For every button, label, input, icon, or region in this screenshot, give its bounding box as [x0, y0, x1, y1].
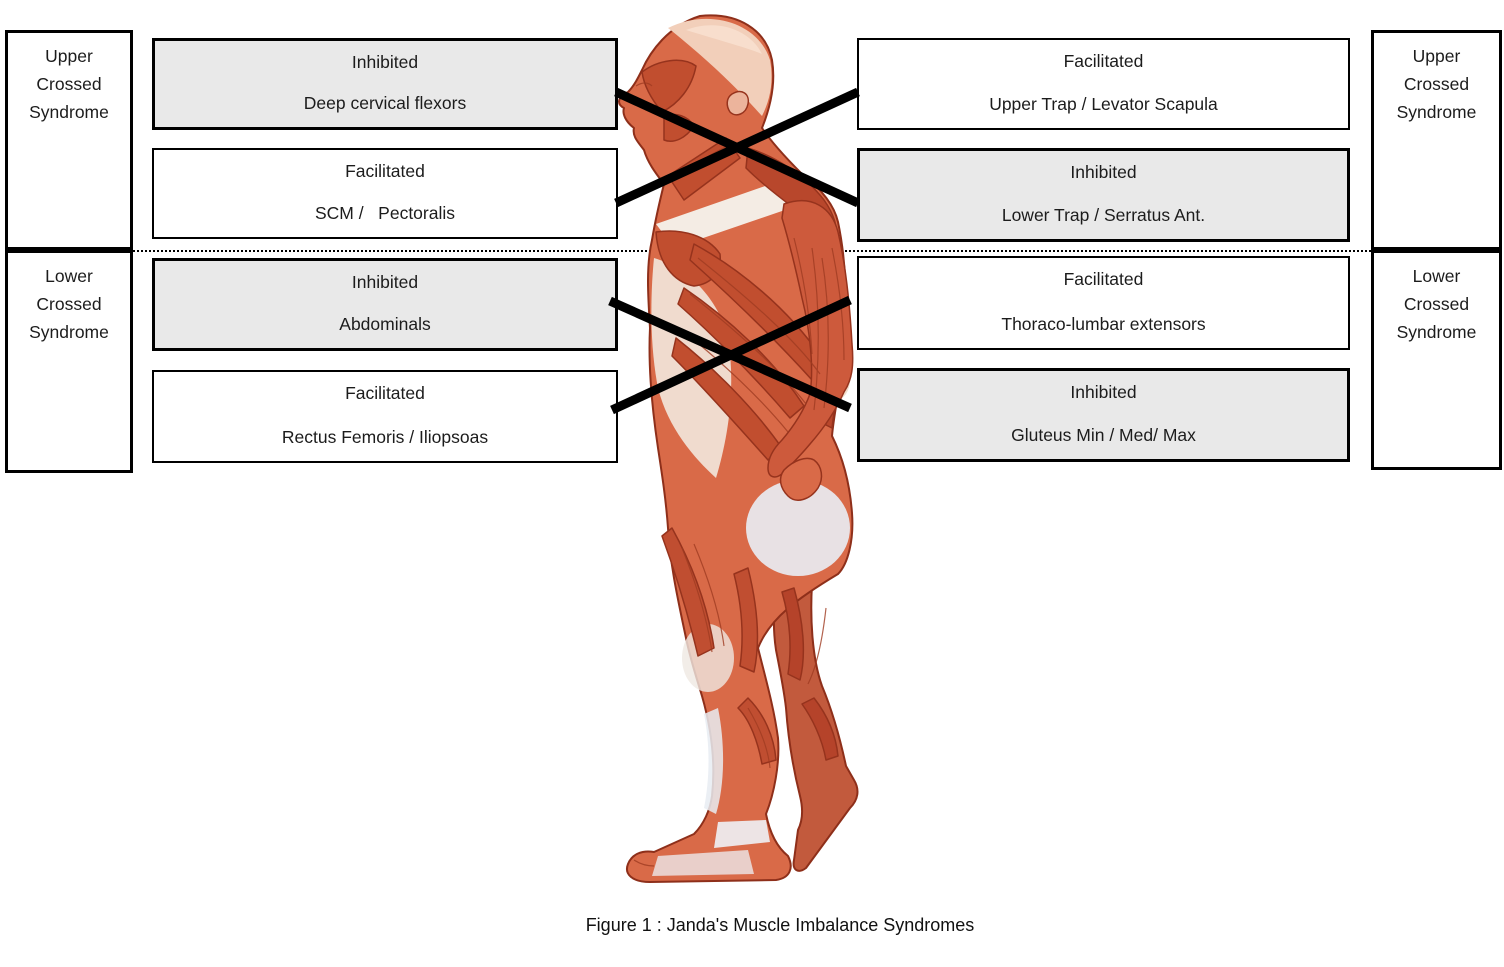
- box-status: Facilitated: [1063, 269, 1144, 289]
- box-muscles: Deep cervical flexors: [303, 93, 467, 113]
- box-muscles: Rectus Femoris / Iliopsoas: [281, 427, 489, 447]
- box-facilitated-thoraco-lumbar-extensors: Facilitated Thoraco-lumbar extensors: [857, 256, 1350, 350]
- box-status: Inhibited: [351, 272, 419, 292]
- box-inhibited-deep-cervical-flexors: Inhibited Deep cervical flexors: [152, 38, 618, 130]
- box-inhibited-gluteus-min-med-max: Inhibited Gluteus Min / Med/ Max: [857, 368, 1350, 462]
- box-status: Inhibited: [351, 52, 419, 72]
- box-inhibited-lower-trap-serratus-ant: Inhibited Lower Trap / Serratus Ant.: [857, 148, 1350, 242]
- box-muscles: SCM / Pectoralis: [314, 203, 456, 223]
- box-muscles: Lower Trap / Serratus Ant.: [1001, 205, 1206, 225]
- box-facilitated-scm-pectoralis: Facilitated SCM / Pectoralis: [152, 148, 618, 239]
- box-status: Facilitated: [1063, 51, 1144, 71]
- figure-caption: Figure 1 : Janda's Muscle Imbalance Synd…: [585, 915, 975, 935]
- label-lower-crossed-syndrome-left: Lower Crossed Syndrome: [5, 250, 133, 473]
- label-lower-crossed-syndrome-right: Lower Crossed Syndrome: [1371, 250, 1502, 470]
- box-muscles: Thoraco-lumbar extensors: [1001, 314, 1206, 334]
- muscle-figure-illustration: [618, 14, 859, 883]
- box-status: Facilitated: [345, 161, 425, 181]
- box-status: Inhibited: [1070, 162, 1137, 182]
- box-muscles: Upper Trap / Levator Scapula: [989, 94, 1218, 114]
- box-inhibited-abdominals: Inhibited Abdominals: [152, 258, 618, 351]
- label-upper-crossed-syndrome-right: Upper Crossed Syndrome: [1371, 30, 1502, 250]
- box-status: Facilitated: [345, 383, 425, 403]
- box-muscles: Abdominals: [339, 314, 431, 334]
- box-status: Inhibited: [1070, 382, 1137, 402]
- box-facilitated-rectus-femoris-iliopsoas: Facilitated Rectus Femoris / Iliopsoas: [152, 370, 618, 463]
- box-facilitated-upper-trap-levator-scapula: Facilitated Upper Trap / Levator Scapula: [857, 38, 1350, 130]
- box-muscles: Gluteus Min / Med/ Max: [1011, 425, 1196, 445]
- label-upper-crossed-syndrome-left: Upper Crossed Syndrome: [5, 30, 133, 250]
